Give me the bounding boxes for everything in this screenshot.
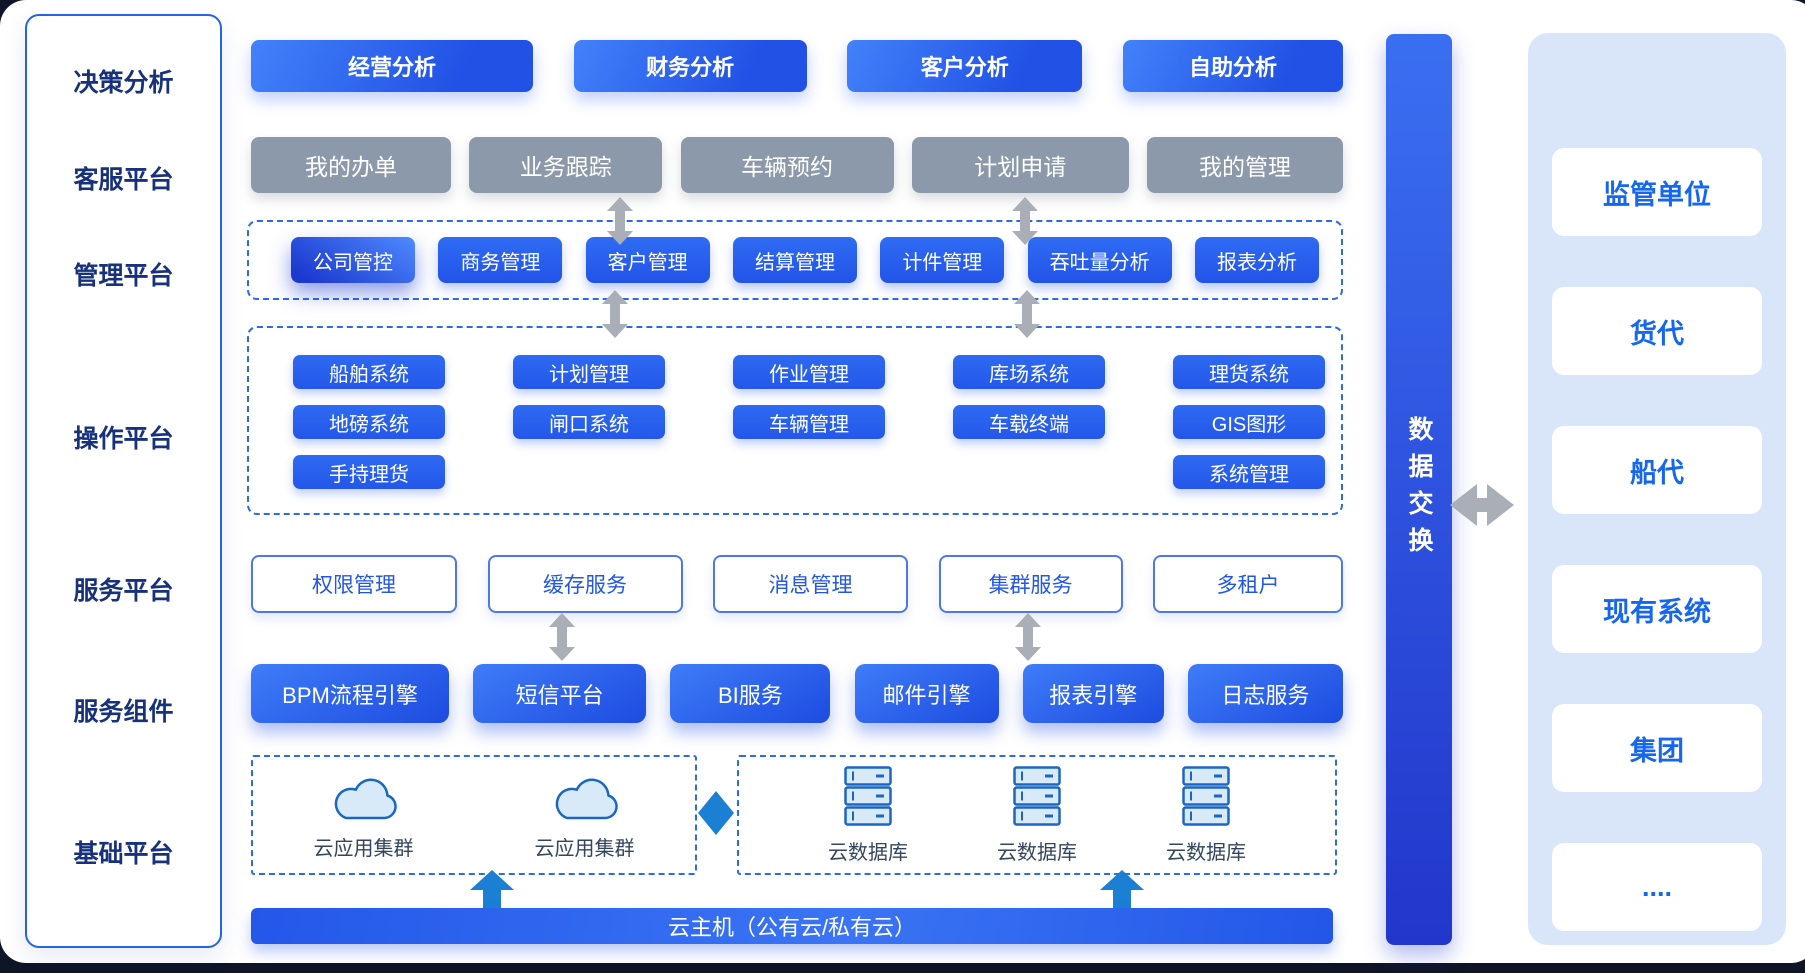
operation-module: 计划管理 <box>513 355 665 389</box>
service-component-module: 短信平台 <box>473 664 647 723</box>
partner-card: 船代 <box>1552 426 1762 514</box>
partner-card: 货代 <box>1552 287 1762 375</box>
operation-platform-box: 船舶系统 计划管理 作业管理 库场系统 理货系统地磅系统 闸口系统 车辆管理 车载终端 GIS图… <box>247 326 1343 515</box>
cloud-icon <box>547 770 623 827</box>
partner-card: 现有系统 <box>1552 565 1762 653</box>
cloud-cluster-box: 云应用集群 云应用集群 <box>251 755 697 875</box>
sidebar-layer-label: 管理平台 <box>73 262 174 290</box>
external-partners-panel: 监管单位货代船代现有系统集团.... <box>1528 33 1786 945</box>
cloud-host-label: 云主机（公有云/私有云） <box>667 915 917 940</box>
cloud-cluster-item: 云应用集群 <box>314 770 414 861</box>
data-exchange-bar: 数据交换 <box>1386 34 1452 945</box>
database-icon <box>1013 765 1061 831</box>
cloud-cluster-item: 云应用集群 <box>535 770 635 861</box>
data-exchange-label: 数据交换 <box>1405 415 1433 564</box>
diamond-icon <box>698 791 734 840</box>
service-platform-module: 消息管理 <box>713 555 908 613</box>
service-component-module: BI服务 <box>670 664 831 723</box>
operation-module: 作业管理 <box>733 355 885 389</box>
operation-module: 手持理货 <box>293 455 445 489</box>
operation-module: 地磅系统 <box>293 405 445 439</box>
decision-analysis-row: 经营分析财务分析客户分析自助分析 <box>251 40 1343 92</box>
service-desk-row: 我的办单业务跟踪车辆预约计划申请我的管理 <box>251 137 1343 193</box>
service-desk-module: 我的管理 <box>1147 137 1343 193</box>
operation-module: 车辆管理 <box>733 405 885 439</box>
decision-module: 经营分析 <box>251 40 533 92</box>
layer-sidebar: 决策分析客服平台管理平台操作平台服务平台服务组件基础平台 <box>25 14 222 948</box>
service-platform-module: 权限管理 <box>251 555 457 613</box>
sidebar-layer-label: 基础平台 <box>73 840 174 868</box>
management-module: 报表分析 <box>1194 237 1319 283</box>
cloud-icon <box>326 770 402 827</box>
double-arrow-vertical-icon <box>1012 197 1038 245</box>
decision-module: 自助分析 <box>1122 40 1343 92</box>
partner-card: 监管单位 <box>1552 148 1762 236</box>
service-components-row: BPM流程引擎短信平台 BI服务邮件引擎报表引擎日志服务 <box>251 664 1343 723</box>
service-desk-module: 车辆预约 <box>680 137 894 193</box>
service-component-module: 日志服务 <box>1187 664 1343 723</box>
service-component-module: 报表引擎 <box>1022 664 1164 723</box>
sidebar-layer-label: 服务平台 <box>73 577 174 605</box>
database-icon <box>844 765 892 831</box>
partner-card: 集团 <box>1552 704 1762 792</box>
database-icon <box>1182 765 1230 831</box>
service-platform-module: 缓存服务 <box>487 555 683 613</box>
operation-module: 理货系统 <box>1173 355 1325 389</box>
management-module: 公司管控 <box>291 237 415 283</box>
double-arrow-horizontal-icon <box>1450 477 1514 538</box>
management-platform-box: 公司管控商务管理客户管理结算管理计件管理吞吐量分析报表分析 <box>247 220 1343 300</box>
decision-module: 财务分析 <box>573 40 807 92</box>
double-arrow-vertical-icon <box>1014 290 1040 338</box>
decision-module: 客户分析 <box>847 40 1083 92</box>
service-component-module: 邮件引擎 <box>854 664 999 723</box>
service-component-module: BPM流程引擎 <box>251 664 449 723</box>
cloud-database-box: 云数据库 云数据库 云数据库 <box>737 755 1337 875</box>
operation-module: 库场系统 <box>953 355 1105 389</box>
operation-module: 闸口系统 <box>513 405 665 439</box>
double-arrow-vertical-icon <box>549 613 575 661</box>
management-module: 商务管理 <box>438 237 563 283</box>
service-desk-module: 业务跟踪 <box>469 137 663 193</box>
cloud-cluster-label: 云应用集群 <box>313 837 414 860</box>
double-arrow-vertical-icon <box>602 290 628 338</box>
cloud-database-label: 云数据库 <box>1166 841 1246 864</box>
sidebar-layer-label: 客服平台 <box>73 166 174 194</box>
cloud-database-item: 云数据库 <box>828 765 908 865</box>
operation-module: GIS图形 <box>1173 405 1325 439</box>
cloud-database-item: 云数据库 <box>1166 765 1246 865</box>
cloud-database-label: 云数据库 <box>828 841 908 864</box>
cloud-cluster-label: 云应用集群 <box>534 837 635 860</box>
double-arrow-vertical-icon <box>607 197 633 245</box>
operation-module: 车载终端 <box>953 405 1105 439</box>
double-arrow-vertical-icon <box>1015 613 1041 661</box>
management-module: 吞吐量分析 <box>1027 237 1172 283</box>
service-platform-row: 权限管理缓存服务消息管理集群服务多租户 <box>251 555 1343 613</box>
sidebar-layer-label: 决策分析 <box>73 69 174 97</box>
management-module: 结算管理 <box>732 237 857 283</box>
cloud-database-item: 云数据库 <box>997 765 1077 865</box>
up-arrow-icon <box>1100 870 1144 913</box>
cloud-database-label: 云数据库 <box>997 841 1077 864</box>
sidebar-layer-label: 服务组件 <box>73 698 174 726</box>
service-platform-module: 多租户 <box>1153 555 1343 613</box>
service-desk-module: 我的办单 <box>251 137 451 193</box>
service-platform-module: 集群服务 <box>938 555 1123 613</box>
management-module: 客户管理 <box>585 237 710 283</box>
partner-card: .... <box>1552 843 1762 931</box>
operation-module: 船舶系统 <box>293 355 445 389</box>
cloud-host-bar: 云主机（公有云/私有云） <box>251 908 1333 944</box>
operation-module: 系统管理 <box>1173 455 1325 489</box>
management-module: 计件管理 <box>880 237 1005 283</box>
up-arrow-icon <box>470 870 514 913</box>
service-desk-module: 计划申请 <box>911 137 1129 193</box>
sidebar-layer-label: 操作平台 <box>73 425 174 453</box>
